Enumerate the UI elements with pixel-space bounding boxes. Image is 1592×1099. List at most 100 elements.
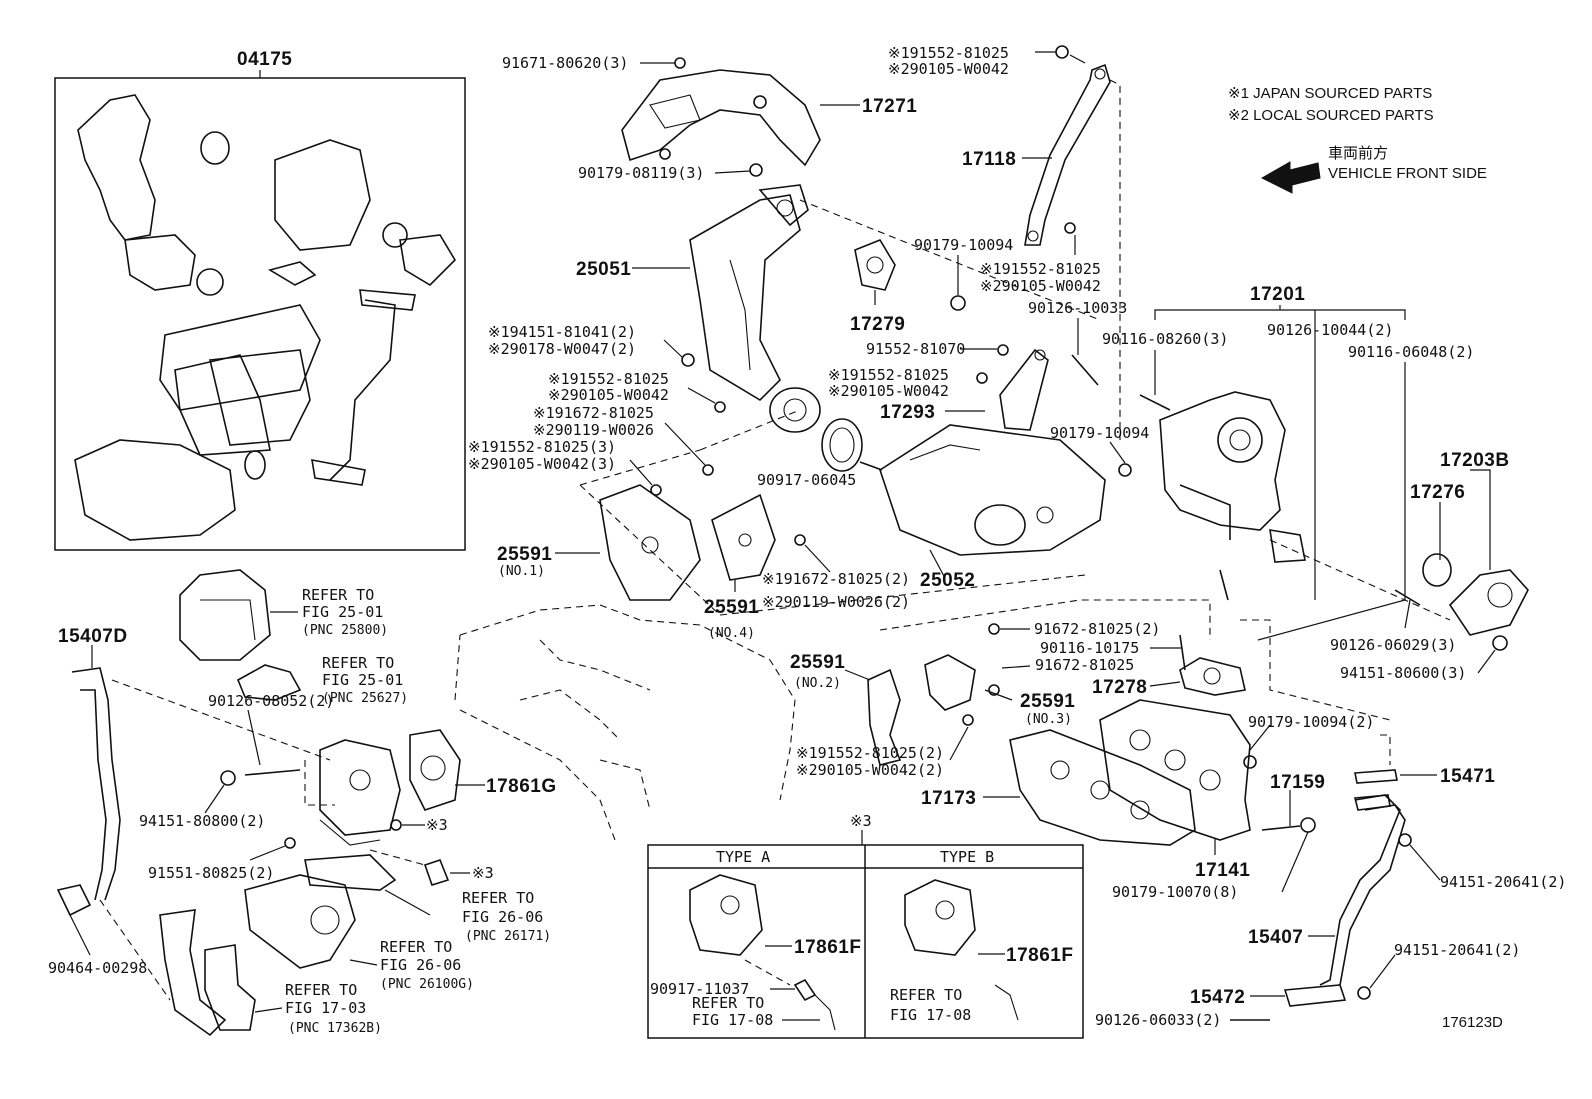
label-94151-20641-a[interactable]: 94151-20641(2)	[1440, 873, 1566, 891]
refer4-line3[interactable]: (PNC 26100G)	[380, 977, 474, 992]
mark-3-a[interactable]: ※3	[426, 816, 448, 834]
label-290119-W0026-2[interactable]: ※290119-W0026(2)	[762, 593, 910, 611]
refer3-line3[interactable]: (PNC 26171)	[465, 929, 551, 944]
gasket-17861G[interactable]	[409, 729, 461, 811]
gasket-15471[interactable]	[1354, 769, 1398, 784]
sensor-90917-11037[interactable]	[793, 978, 817, 1002]
label-91672-81025[interactable]: 91672-81025	[1035, 656, 1134, 674]
label-191552-81025-top[interactable]: ※191552-81025	[888, 44, 1009, 62]
mark-3-b[interactable]: ※3	[472, 864, 494, 882]
label-191672-81025-a[interactable]: ※191672-81025	[533, 404, 654, 422]
label-90126-06033[interactable]: 90126-06033(2)	[1095, 1011, 1221, 1029]
label-90179-10094-c[interactable]: 90179-10094(2)	[1248, 713, 1374, 731]
label-290105-W0042-top[interactable]: ※290105-W0042	[888, 60, 1009, 78]
label-17159[interactable]: 17159	[1270, 772, 1325, 793]
gasket-90917-06045[interactable]	[821, 418, 863, 472]
hose-15407D[interactable]	[56, 667, 121, 917]
gasket-17278[interactable]	[1179, 657, 1246, 696]
label-290105-W0042-3[interactable]: ※290105-W0042(3)	[468, 455, 616, 473]
label-17141[interactable]: 17141	[1195, 860, 1250, 881]
gasket-15472[interactable]	[1283, 984, 1347, 1007]
refer2-line2[interactable]: FIG 25-01	[322, 671, 403, 689]
refer5-line3[interactable]: (PNC 17362B)	[288, 1021, 382, 1036]
label-191552-81025-3[interactable]: ※191552-81025(3)	[468, 438, 616, 456]
label-94151-80600[interactable]: 94151-80600(3)	[1340, 664, 1466, 682]
inset-a-part[interactable]: 17861F	[794, 937, 861, 958]
label-17201[interactable]: 17201	[1250, 284, 1305, 305]
label-25591-no2-sub[interactable]: (NO.2)	[794, 676, 841, 691]
label-91552-81070[interactable]: 91552-81070	[866, 340, 965, 358]
bracket-25591-no2[interactable]	[867, 668, 902, 766]
label-90116-10175[interactable]: 90116-10175	[1040, 639, 1139, 657]
inset-type-a-header[interactable]: TYPE A	[716, 848, 770, 866]
label-90116-08260[interactable]: 90116-08260(3)	[1102, 330, 1228, 348]
label-191672-81025-2[interactable]: ※191672-81025(2)	[762, 570, 910, 588]
bracket-17293[interactable]	[999, 348, 1049, 431]
label-17173[interactable]: 17173	[921, 788, 976, 809]
label-194151-81041[interactable]: ※194151-81041(2)	[488, 323, 636, 341]
label-191552-81025-a[interactable]: ※191552-81025	[548, 370, 669, 388]
valve-17861F-a[interactable]	[689, 874, 763, 956]
label-290105-W0042-a[interactable]: ※290105-W0042	[548, 386, 669, 404]
bracket-25591-no3[interactable]	[924, 654, 976, 711]
label-90179-10070[interactable]: 90179-10070(8)	[1112, 883, 1238, 901]
heat-insulator-17271[interactable]	[621, 69, 821, 167]
label-90126-08052[interactable]: 90126-08052(2)	[208, 692, 334, 710]
kit-number[interactable]: 04175	[237, 49, 292, 70]
inset-b-part[interactable]: 17861F	[1006, 945, 1073, 966]
label-17861G[interactable]: 17861G	[486, 776, 557, 797]
mark-3-c[interactable]: ※3	[850, 812, 872, 830]
label-90179-10094-a[interactable]: 90179-10094	[914, 236, 1013, 254]
stay-17118[interactable]	[1024, 63, 1111, 246]
gasket-17276[interactable]	[1422, 553, 1452, 587]
valve-17861F-b[interactable]	[904, 879, 976, 956]
converter-25052[interactable]	[859, 424, 1106, 556]
bracket-25591-no1[interactable]	[599, 484, 701, 601]
gasket-17279[interactable]	[854, 239, 896, 291]
label-90464-00298[interactable]: 90464-00298	[48, 959, 147, 977]
label-25052[interactable]: 25052	[920, 570, 975, 591]
label-15472[interactable]: 15472	[1190, 987, 1245, 1008]
refer1-line1[interactable]: REFER TO	[302, 586, 374, 604]
label-90179-10094-b[interactable]: 90179-10094	[1050, 424, 1149, 442]
egr-valve-17861G[interactable]	[319, 739, 401, 846]
label-91551-80825[interactable]: 91551-80825(2)	[148, 864, 274, 882]
bracket-25591-no4[interactable]	[711, 493, 776, 581]
inset-b-ref1[interactable]: REFER TO	[890, 986, 962, 1004]
label-191552-81025-c[interactable]: ※191552-81025	[980, 260, 1101, 278]
label-90179-08119[interactable]: 90179-08119(3)	[578, 164, 704, 182]
inset-a-sensor[interactable]: 90917-11037	[650, 980, 749, 998]
label-17278[interactable]: 17278	[1092, 677, 1147, 698]
label-90126-06029[interactable]: 90126-06029(3)	[1330, 636, 1456, 654]
label-25591-no1[interactable]: 25591	[497, 544, 552, 565]
label-25591-no3[interactable]: 25591	[1020, 691, 1075, 712]
label-17276[interactable]: 17276	[1410, 482, 1465, 503]
gasket-17173[interactable]	[1009, 729, 1196, 846]
label-90126-10033[interactable]: 90126-10033	[1028, 299, 1127, 317]
refer5-line2[interactable]: FIG 17-03	[285, 999, 366, 1017]
label-15407[interactable]: 15407	[1248, 927, 1303, 948]
refer4-line2[interactable]: FIG 26-06	[380, 956, 461, 974]
inset-b-ref2[interactable]: FIG 17-08	[890, 1006, 971, 1024]
label-91672-81025-2[interactable]: 91672-81025(2)	[1034, 620, 1160, 638]
refer4-line1[interactable]: REFER TO	[380, 938, 452, 956]
label-290119-W0026-a[interactable]: ※290119-W0026	[533, 421, 654, 439]
label-25591-no1-sub[interactable]: (NO.1)	[498, 564, 545, 579]
inset-type-b-header[interactable]: TYPE B	[940, 848, 994, 866]
label-15471[interactable]: 15471	[1440, 766, 1495, 787]
label-25591-no3-sub[interactable]: (NO.3)	[1025, 712, 1072, 727]
label-17118[interactable]: 17118	[962, 149, 1016, 170]
exhaust-pipe-25051[interactable]	[689, 184, 821, 433]
label-94151-80800[interactable]: 94151-80800(2)	[139, 812, 265, 830]
exhaust-manifold-17141[interactable]	[1099, 699, 1251, 841]
label-25591-no4-sub[interactable]: (NO.4)	[708, 626, 755, 641]
label-25051[interactable]: 25051	[576, 259, 631, 280]
inset-a-ref1[interactable]: REFER TO	[692, 994, 764, 1012]
label-15407D[interactable]: 15407D	[58, 626, 128, 647]
label-25591-no2[interactable]: 25591	[790, 652, 845, 673]
label-191552-81025-e[interactable]: ※191552-81025(2)	[796, 744, 944, 762]
label-90116-06048[interactable]: 90116-06048(2)	[1348, 343, 1474, 361]
label-90126-10044[interactable]: 90126-10044(2)	[1267, 321, 1393, 339]
oil-pipe-15407[interactable]	[1319, 794, 1406, 986]
inset-a-ref2[interactable]: FIG 17-08	[692, 1011, 773, 1029]
